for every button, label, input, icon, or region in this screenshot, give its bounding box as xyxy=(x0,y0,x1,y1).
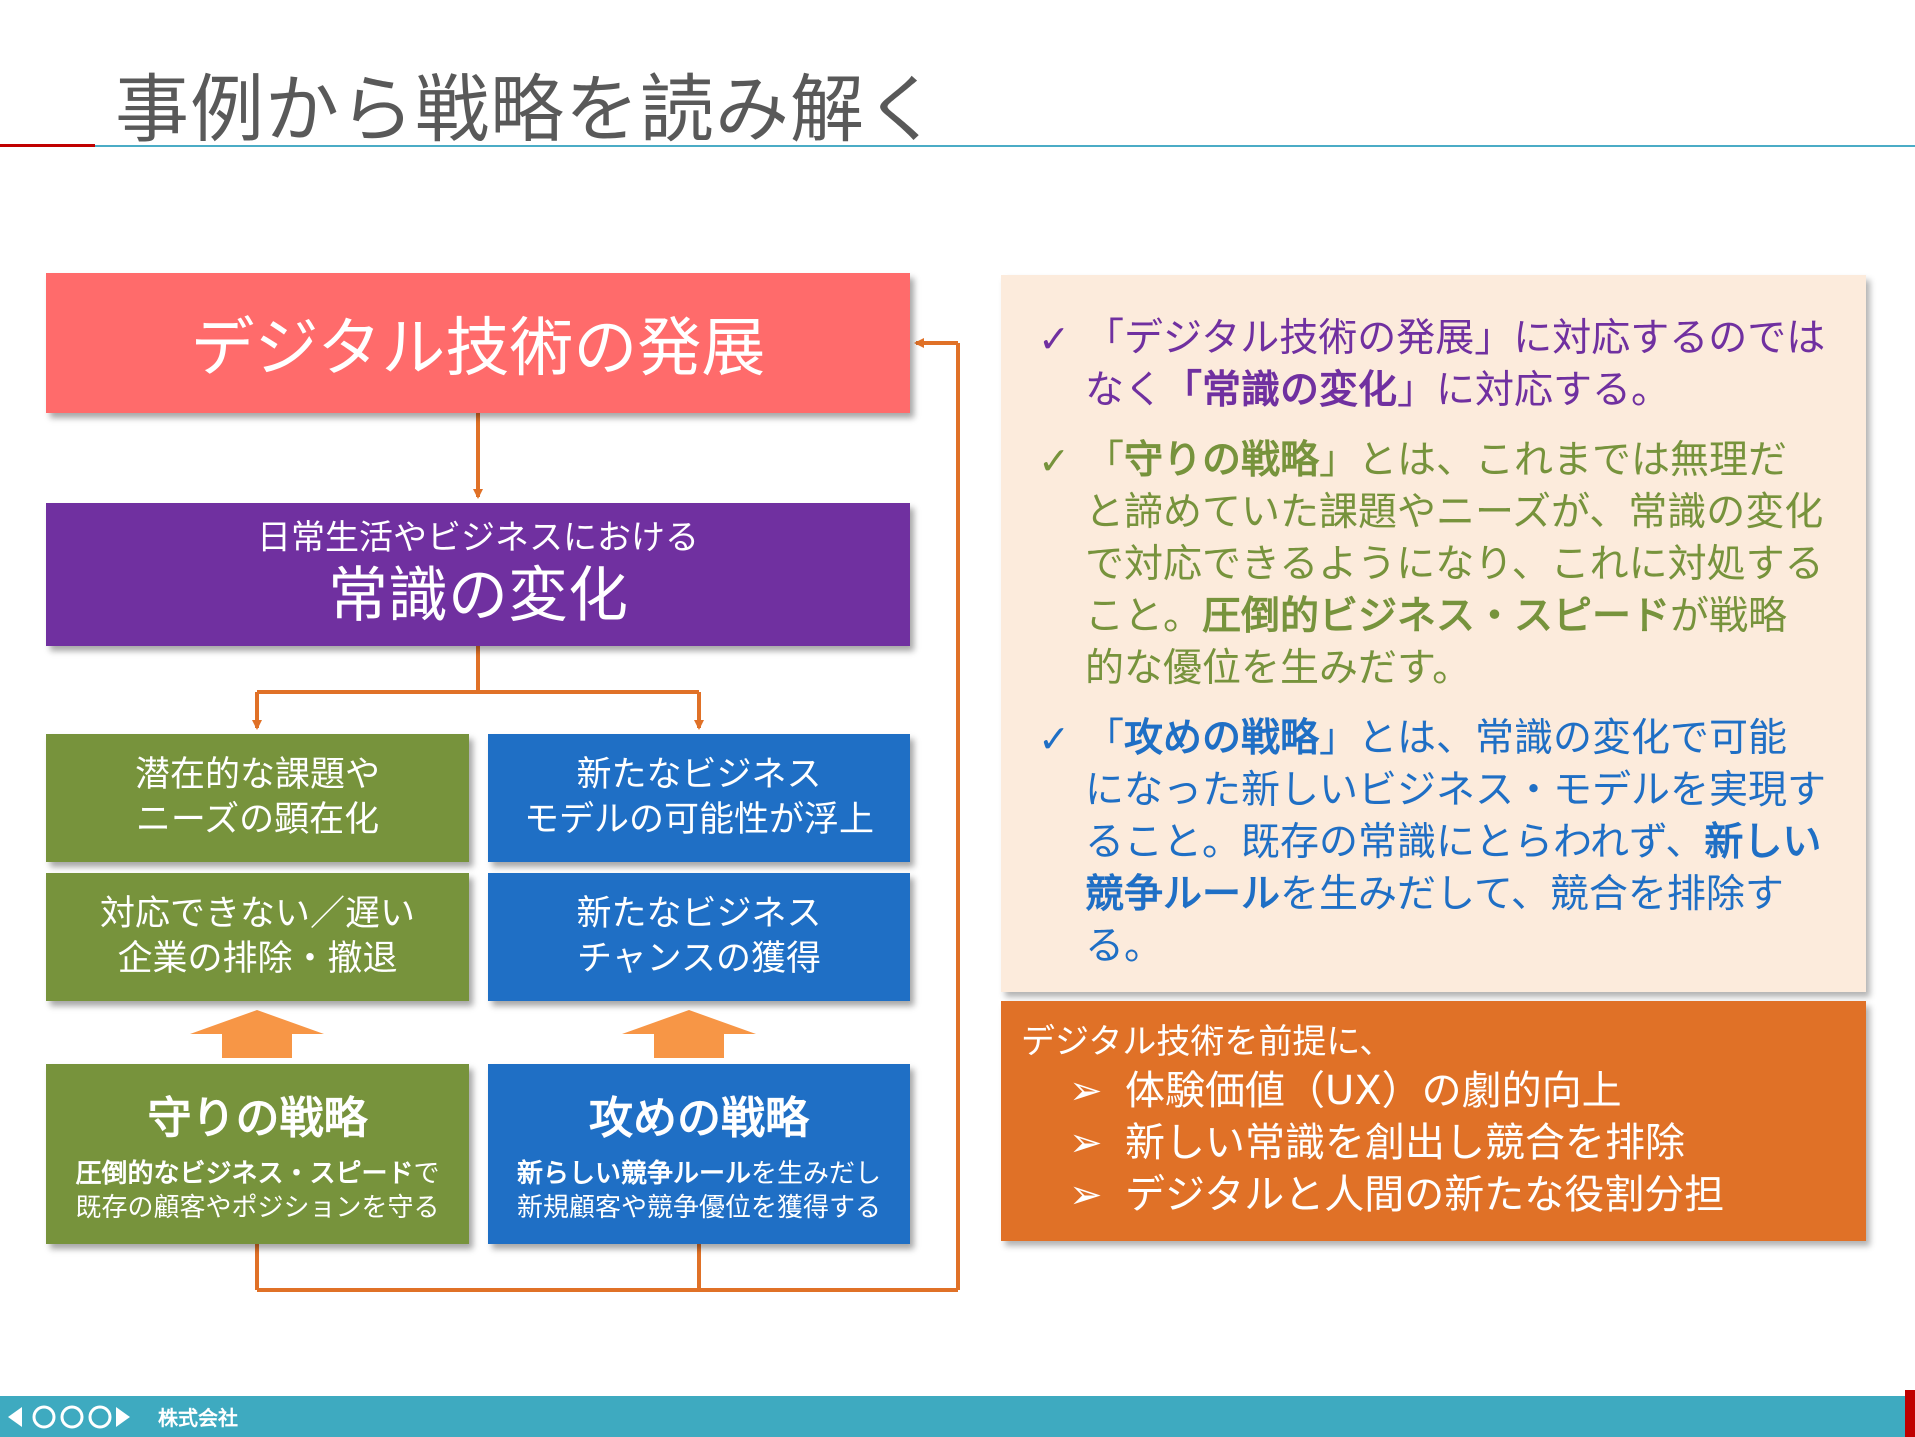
common-sense-change-box: 日常生活やビジネスにおける 常識の変化 xyxy=(46,503,910,646)
offense-title: 攻めの戦略 xyxy=(589,1093,809,1145)
bullet-2: ✓ 「守りの戦略」とは、これまでは無理だと諦めていた課題やニーズが、常識の変化で… xyxy=(1023,435,1826,695)
new-model-line1: 新たなビジネス xyxy=(576,754,822,795)
offense-desc: 新らしい競争ルールを生みだし 新規顧客や競争優位を獲得する xyxy=(517,1158,881,1226)
elimination-line2: 企業の排除・撤退 xyxy=(117,939,398,979)
defense-desc-rest: で xyxy=(413,1159,440,1190)
check-icon: ✓ xyxy=(1038,317,1070,361)
summary-item: ➢体験価値（UX）の劇的向上 xyxy=(1069,1065,1846,1117)
bullet-3-text: 「攻めの戦略」とは、常識の変化で可能になった新しいビジネス・モデルを実現すること… xyxy=(1085,716,1827,969)
change-main-label: 常識の変化 xyxy=(328,560,628,631)
latent-needs-line1: 潜在的な課題や xyxy=(134,754,380,795)
defense-desc-line2: 既存の顧客やポジションを守る xyxy=(75,1193,440,1223)
footer-accent xyxy=(1905,1390,1915,1437)
defense-title: 守りの戦略 xyxy=(147,1093,368,1145)
elimination-line1: 対応できない／遅い xyxy=(99,893,415,934)
company-logo: 株式会社 xyxy=(4,1402,238,1431)
page-title: 事例から戦略を読み解く xyxy=(115,67,940,153)
offense-desc-line2: 新規顧客や競争優位を獲得する xyxy=(516,1193,881,1223)
latent-needs-line2: ニーズの顕在化 xyxy=(135,800,380,840)
check-icon: ✓ xyxy=(1038,439,1070,483)
check-icon: ✓ xyxy=(1038,717,1070,761)
defense-strategy-box: 守りの戦略 圧倒的なビジネス・スピードで 既存の顧客やポジションを守る xyxy=(46,1064,469,1244)
new-chance-box: 新たなビジネス チャンスの獲得 xyxy=(488,873,910,1001)
company-name: 株式会社 xyxy=(158,1406,238,1430)
change-sub-label: 日常生活やビジネスにおける xyxy=(257,518,699,559)
summary-lead: デジタル技術を前提に、 xyxy=(1021,1022,1394,1062)
summary-box: デジタル技術を前提に、 ➢体験価値（UX）の劇的向上 ➢新しい常識を創出し競合を… xyxy=(1001,1001,1866,1241)
new-chance-line2: チャンスの獲得 xyxy=(577,939,821,979)
latent-needs-box: 潜在的な課題や ニーズの顕在化 xyxy=(46,734,469,862)
bullet-3: ✓ 「攻めの戦略」とは、常識の変化で可能になった新しいビジネス・モデルを実現する… xyxy=(1023,713,1826,973)
elimination-box: 対応できない／遅い 企業の排除・撤退 xyxy=(46,873,469,1001)
title-rule-red xyxy=(0,144,95,147)
bullet-1-text: 「デジタル技術の発展」に対応するのではなく「常識の変化」に対応する。 xyxy=(1085,316,1826,413)
explanation-panel: ✓ 「デジタル技術の発展」に対応するのではなく「常識の変化」に対応する。 ✓ 「… xyxy=(1001,275,1866,992)
offense-desc-rest: を生みだし xyxy=(751,1159,882,1190)
bullet-1: ✓ 「デジタル技術の発展」に対応するのではなく「常識の変化」に対応する。 xyxy=(1023,313,1826,417)
new-model-line2: モデルの可能性が浮上 xyxy=(523,800,874,840)
new-chance-line1: 新たなビジネス xyxy=(576,893,822,934)
digital-tech-box: デジタル技術の発展 xyxy=(46,273,910,413)
footer-bar xyxy=(0,1396,1915,1437)
summary-item: ➢新しい常識を創出し競合を排除 xyxy=(1069,1117,1846,1169)
summary-item: ➢デジタルと人間の新たな役割分担 xyxy=(1069,1169,1846,1221)
arrow-bullet-icon: ➢ xyxy=(1069,1172,1103,1218)
defense-desc: 圧倒的なビジネス・スピードで 既存の顧客やポジションを守る xyxy=(75,1158,439,1226)
bullet-2-text: 「守りの戦略」とは、これまでは無理だと諦めていた課題やニーズが、常識の変化で対応… xyxy=(1085,438,1824,691)
arrow-bullet-icon: ➢ xyxy=(1069,1120,1103,1166)
title-rule-teal xyxy=(95,145,1915,147)
offense-strategy-box: 攻めの戦略 新らしい競争ルールを生みだし 新規顧客や競争優位を獲得する xyxy=(488,1064,910,1244)
arrow-bullet-icon: ➢ xyxy=(1069,1068,1103,1114)
logo-mark-icon xyxy=(8,1405,130,1428)
offense-desc-bold: 新らしい競争ルール xyxy=(516,1159,751,1190)
new-model-box: 新たなビジネス モデルの可能性が浮上 xyxy=(488,734,910,862)
defense-desc-bold: 圧倒的なビジネス・スピード xyxy=(75,1159,414,1190)
up-arrow-defense xyxy=(190,1010,324,1058)
up-arrow-offense xyxy=(622,1010,756,1058)
